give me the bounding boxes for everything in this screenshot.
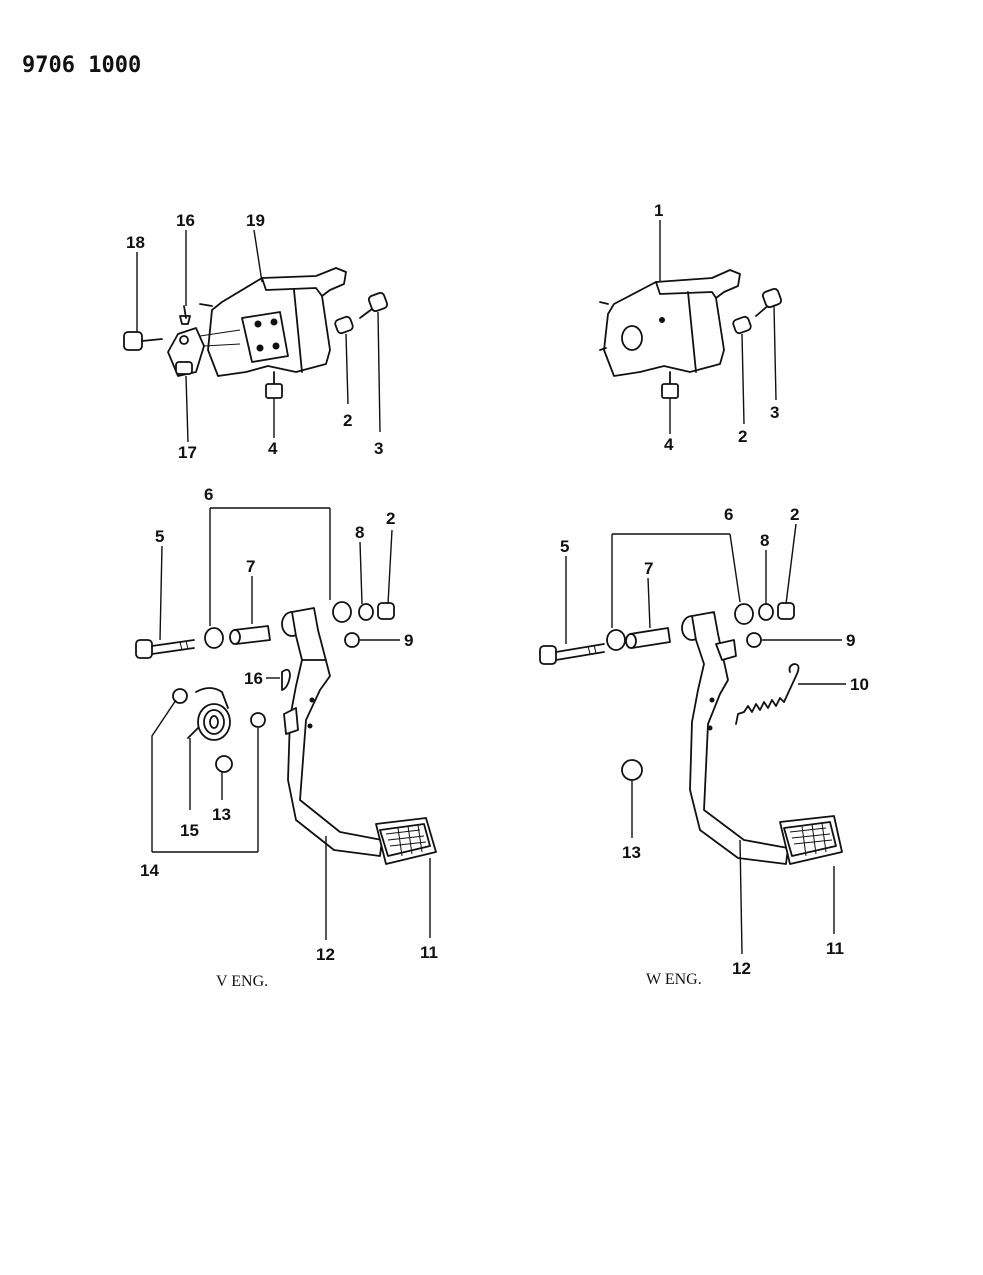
collar <box>625 627 671 649</box>
washer <box>758 603 774 621</box>
callout-2: 2 <box>343 411 352 430</box>
callout-3: 3 <box>770 403 779 422</box>
bolt <box>123 331 163 351</box>
callout-5: 5 <box>560 537 569 556</box>
pedal-pad <box>779 815 843 865</box>
stopper <box>621 759 643 781</box>
clip-pin <box>281 668 291 691</box>
bolt <box>755 287 783 317</box>
bushing <box>332 601 352 623</box>
return-spring <box>735 663 800 725</box>
callout-16: 16 <box>244 669 263 688</box>
leader-lines-right <box>565 220 846 955</box>
callout-16: 16 <box>176 211 195 230</box>
callout-12: 12 <box>732 959 751 978</box>
brake-pedal <box>681 611 789 865</box>
bushing <box>250 712 266 728</box>
bushing <box>606 629 626 651</box>
stud-bolt <box>661 371 679 399</box>
callout-6: 6 <box>204 485 213 504</box>
washer <box>358 603 374 621</box>
nut <box>377 602 395 620</box>
callout-17: 17 <box>178 443 197 462</box>
right-assembly: 1 2 3 4 6 5 7 8 2 9 10 13 12 11 W ENG. <box>539 201 869 988</box>
bushing <box>204 627 224 649</box>
callout-9: 9 <box>404 631 413 650</box>
callout-15: 15 <box>180 821 199 840</box>
callout-13: 13 <box>212 805 231 824</box>
nut <box>334 315 354 335</box>
callout-19: 19 <box>246 211 265 230</box>
leader-lines-left <box>136 229 431 940</box>
callout-11: 11 <box>826 939 844 958</box>
pedal-bolt <box>135 639 195 659</box>
callout-10: 10 <box>850 675 869 694</box>
caption-left: V ENG. <box>216 973 268 990</box>
callout-14: 14 <box>140 861 159 880</box>
callout-12: 12 <box>316 945 335 964</box>
callout-13: 13 <box>622 843 641 862</box>
callouts-left: 18 16 19 2 3 17 4 6 5 7 8 2 9 16 15 13 1… <box>126 211 438 964</box>
callout-2: 2 <box>386 509 395 528</box>
callout-2: 2 <box>790 505 799 524</box>
stopper <box>344 632 360 648</box>
return-spring <box>187 687 231 741</box>
bolt <box>359 291 389 319</box>
callout-18: 18 <box>126 233 145 252</box>
stopper <box>746 632 762 648</box>
pedal-bolt <box>539 643 605 665</box>
pedal-support-bracket <box>599 269 741 377</box>
callout-9: 9 <box>846 631 855 650</box>
pedal-pad <box>375 817 437 865</box>
pedal-support-bracket <box>199 267 347 377</box>
left-assembly: 18 16 19 2 3 17 4 6 5 7 8 2 9 16 15 13 1… <box>123 211 438 990</box>
callout-1: 1 <box>654 201 663 220</box>
bushing <box>734 603 754 625</box>
callout-4: 4 <box>268 439 278 458</box>
nut <box>732 315 752 335</box>
callout-8: 8 <box>355 523 364 542</box>
callouts-right: 1 2 3 4 6 5 7 8 2 9 10 13 12 11 <box>560 201 869 978</box>
callout-6: 6 <box>724 505 733 524</box>
stopper <box>215 755 233 773</box>
switch-plate <box>167 327 241 377</box>
clip-pin <box>179 305 191 325</box>
callout-11: 11 <box>420 943 438 962</box>
brake-pedal <box>281 607 383 857</box>
bushing <box>172 688 188 704</box>
nut <box>777 602 795 620</box>
callout-7: 7 <box>644 559 653 578</box>
callout-8: 8 <box>760 531 769 550</box>
stud-bolt <box>265 371 283 399</box>
caption-right: W ENG. <box>646 971 702 988</box>
callout-3: 3 <box>374 439 383 458</box>
collar <box>229 625 271 645</box>
callout-5: 5 <box>155 527 164 546</box>
callout-2: 2 <box>738 427 747 446</box>
document-id: 9706 1000 <box>22 53 141 78</box>
callout-4: 4 <box>664 435 674 454</box>
callout-7: 7 <box>246 557 255 576</box>
